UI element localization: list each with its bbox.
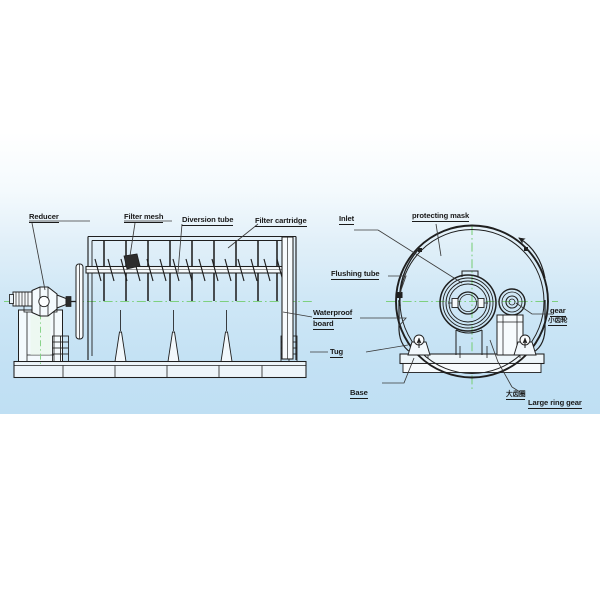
support-leg-group	[114, 331, 233, 362]
label-tug: Tug	[330, 347, 344, 358]
drive-coupling	[65, 296, 72, 307]
pinion-gear	[498, 288, 526, 316]
support-leg	[167, 331, 180, 362]
hub-side-keys	[451, 298, 485, 308]
support-leg	[220, 331, 233, 362]
motor-fins	[15, 292, 29, 306]
label-protecting-mask: protecting mask	[412, 211, 470, 222]
leader-lines	[29, 220, 551, 393]
label-base: Base	[350, 388, 368, 399]
label-gear-chinese: 小齿轮	[548, 316, 568, 326]
leader-protecting-mask	[435, 223, 442, 257]
label-filter-mesh: Filter mesh	[124, 212, 164, 223]
label-inlet: Inlet	[339, 214, 355, 225]
flushing-tube-port	[461, 270, 479, 277]
label-waterproof-board: Waterproof board	[313, 308, 353, 330]
drive-end-guard	[52, 335, 69, 362]
rotation-arrow	[518, 237, 546, 279]
label-gear: gear	[550, 306, 566, 317]
motor-reducer-assembly	[9, 286, 79, 317]
leader-filter-cartridge	[227, 223, 259, 249]
label-filter-cartridge: Filter cartridge	[255, 216, 307, 227]
reducer-output-cone	[56, 294, 67, 309]
reducer-shaft-boss	[38, 295, 50, 308]
leader-gear	[515, 302, 551, 315]
base-platform-segments	[14, 365, 306, 378]
leader-tug	[365, 344, 409, 353]
rim-bracket-lug	[418, 248, 422, 252]
end-section-view	[386, 224, 558, 390]
filter-mesh-patch	[123, 253, 141, 270]
leader-diversion-tube	[177, 223, 183, 273]
label-large-ring-gear-chinese: 大齿圈	[506, 390, 526, 400]
leader-reducer	[31, 222, 46, 291]
leader-flushing-tube	[388, 275, 407, 294]
drum-end-flange	[75, 263, 84, 340]
leader-waterproof-board-left	[282, 311, 313, 318]
motor-end-cap	[9, 294, 14, 304]
roller-arrow-marks	[416, 337, 528, 348]
leader-waterproof-board	[360, 317, 407, 327]
label-flushing-tube: Flushing tube	[331, 269, 380, 280]
support-leg	[114, 331, 127, 362]
label-large-ring-gear: Large ring gear	[528, 398, 582, 409]
leader-base	[382, 357, 415, 384]
center-support-column	[455, 329, 483, 355]
waterproof-board	[281, 236, 294, 360]
label-reducer: Reducer	[29, 212, 59, 223]
base-beam	[399, 353, 545, 373]
support-leg-stems	[120, 310, 227, 331]
leader-inlet	[377, 229, 463, 284]
leader-large-ring-gear	[489, 339, 513, 388]
leader-large-ring-gear-drum	[511, 386, 521, 393]
rim-bracket-lug	[524, 247, 528, 251]
drum-outer-circle	[395, 224, 549, 379]
rim-bracket-lug	[396, 292, 403, 298]
side-elevation-view	[4, 235, 312, 379]
leader-filter-mesh	[129, 222, 136, 257]
label-diversion-tube: Diversion tube	[182, 215, 234, 226]
pedestal-inner-panel	[30, 315, 51, 355]
